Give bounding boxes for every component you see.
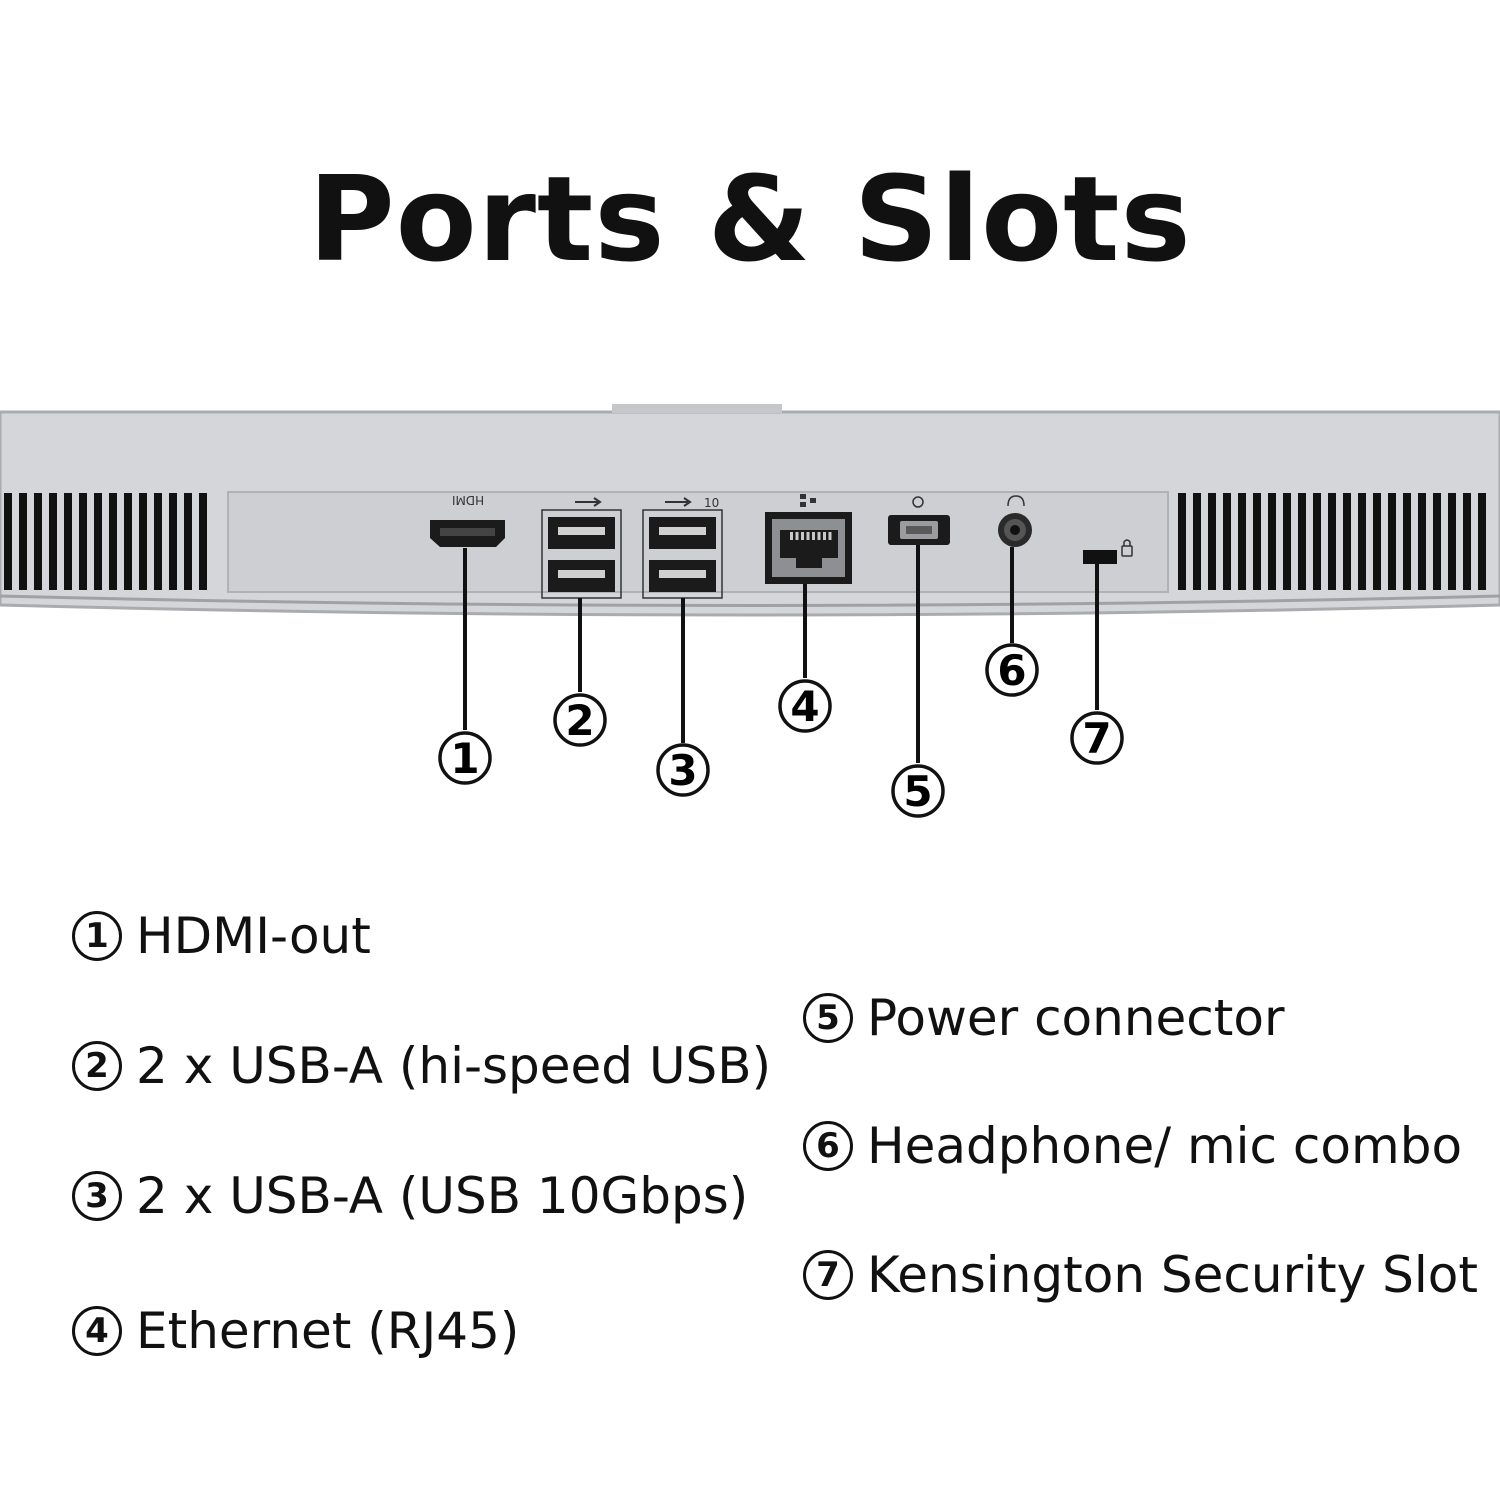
vent-slat (1208, 493, 1216, 590)
legend-item-hdmi: 1 HDMI-out (72, 907, 371, 965)
vent-slat (79, 493, 87, 590)
vent-slat (1298, 493, 1306, 590)
vent-slat (1418, 493, 1426, 590)
legend-number: 6 (803, 1121, 853, 1171)
legend-number: 2 (72, 1041, 122, 1091)
vent-slat (1388, 493, 1396, 590)
vent-slat (1433, 493, 1441, 590)
callout-number: 4 (790, 682, 819, 731)
vent-slat (94, 493, 102, 590)
vent-slat (4, 493, 12, 590)
legend-item-audio: 6 Headphone/ mic combo (803, 1117, 1462, 1175)
ethernet-pin (796, 532, 799, 540)
ethernet-pin (829, 532, 832, 540)
vent-slat (1463, 493, 1471, 590)
vent-slat (139, 493, 147, 590)
legend-item-power: 5 Power connector (803, 989, 1285, 1047)
ethernet-pin (807, 532, 810, 540)
usb-speed-symbol-text: 10 (704, 496, 719, 510)
right-vent-grille (1178, 493, 1486, 590)
vent-slat (1313, 493, 1321, 590)
legend-item-usb-10gbps: 3 2 x USB-A (USB 10Gbps) (72, 1167, 748, 1225)
vent-slat (1403, 493, 1411, 590)
vent-slat (169, 493, 177, 590)
callout-number: 7 (1082, 714, 1111, 763)
vent-slat (1328, 493, 1336, 590)
chassis-top-tab (612, 404, 782, 413)
legend-label: Kensington Security Slot (867, 1246, 1478, 1304)
legend-number: 1 (72, 911, 122, 961)
callout-number: 1 (450, 734, 479, 783)
vent-slat (1253, 493, 1261, 590)
ethernet-pin (801, 532, 804, 540)
callout-2: 2 (555, 695, 605, 745)
ethernet-pin (823, 532, 826, 540)
vent-slat (1223, 493, 1231, 590)
callout-6: 6 (987, 645, 1037, 695)
callout-1: 1 (440, 733, 490, 783)
vent-slat (34, 493, 42, 590)
vent-slat (64, 493, 72, 590)
callout-4: 4 (780, 681, 830, 731)
vent-slat (1343, 493, 1351, 590)
legend-number: 5 (803, 993, 853, 1043)
page-title: Ports & Slots (0, 150, 1500, 288)
callout-number: 5 (903, 767, 932, 816)
legend-number: 4 (72, 1306, 122, 1356)
legend-label: 2 x USB-A (USB 10Gbps) (136, 1167, 748, 1225)
vent-slat (184, 493, 192, 590)
legend-label: Power connector (867, 989, 1285, 1047)
vent-slat (1358, 493, 1366, 590)
callout-7: 7 (1072, 713, 1122, 763)
callout-number: 3 (668, 746, 697, 795)
vent-slat (1193, 493, 1201, 590)
vent-slat (1478, 493, 1486, 590)
legend-item-usb-hi-speed: 2 2 x USB-A (hi-speed USB) (72, 1037, 771, 1095)
callout-5: 5 (893, 766, 943, 816)
vent-slat (49, 493, 57, 590)
vent-slat (199, 493, 207, 590)
ethernet-pin (812, 532, 815, 540)
legend-item-kensington: 7 Kensington Security Slot (803, 1246, 1478, 1304)
legend-item-ethernet: 4 Ethernet (RJ45) (72, 1302, 519, 1360)
legend-label: 2 x USB-A (hi-speed USB) (136, 1037, 771, 1095)
legend-number: 3 (72, 1171, 122, 1221)
vent-slat (109, 493, 117, 590)
vent-slat (1448, 493, 1456, 590)
ethernet-pin (790, 532, 793, 540)
vent-slat (154, 493, 162, 590)
vent-slat (1373, 493, 1381, 590)
vent-slat (1283, 493, 1291, 590)
ethernet-pin (818, 532, 821, 540)
vent-slat (1178, 493, 1186, 590)
legend-label: Ethernet (RJ45) (136, 1302, 519, 1360)
vent-slat (19, 493, 27, 590)
hdmi-symbol-text: HDMI (452, 493, 484, 507)
vent-slat (1268, 493, 1276, 590)
device-rear-panel: HDMI 10 (0, 398, 1500, 838)
vent-slat (1238, 493, 1246, 590)
callout-number: 2 (565, 696, 594, 745)
legend-label: HDMI-out (136, 907, 371, 965)
legend-number: 7 (803, 1250, 853, 1300)
vent-slat (124, 493, 132, 590)
callout-number: 6 (997, 646, 1026, 695)
legend-label: Headphone/ mic combo (867, 1117, 1462, 1175)
callout-3: 3 (658, 745, 708, 795)
